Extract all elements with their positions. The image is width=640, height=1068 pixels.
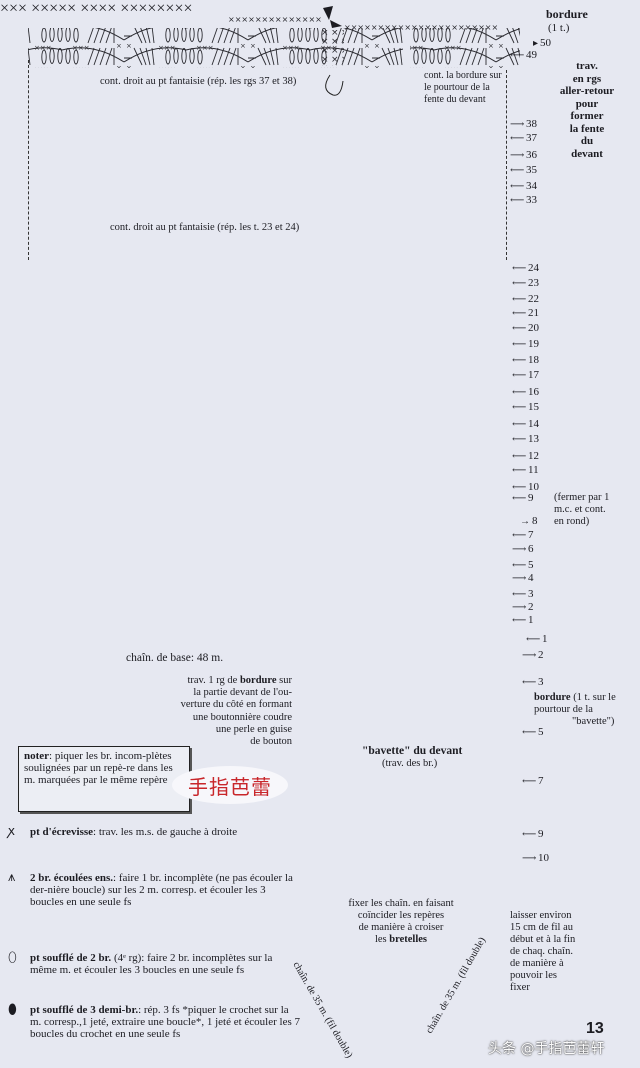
row-label-18: ⟵18 [512, 354, 539, 367]
bordure-title: bordure [546, 7, 588, 21]
cont-bordure-note: cont. la bordure sur le pourtour de la f… [424, 70, 502, 105]
page-number: 13 [586, 1020, 604, 1037]
bavette-row-label-9: ⟵9 [522, 828, 544, 841]
svg-text:×××××××××××××××××××××××: ××××××××××××××××××××××× [344, 23, 498, 32]
row-label-24: ⟵24 [512, 262, 539, 275]
bordure-subtitle: (1 t.) [548, 22, 570, 34]
cont-droit-note-1: cont. droit au pt fantaisie (rép. les rg… [100, 76, 297, 87]
puff-stitch-2-icon: ⬯ [8, 950, 17, 966]
fermer-note: (fermer par 1 m.c. et cont. en rond) [554, 492, 610, 527]
row-label-11: ⟵11 [512, 464, 539, 477]
watermark-text: 头条 @手指芭蕾轩 [488, 1041, 605, 1057]
bavette-row-label-5: ⟵5 [522, 726, 544, 739]
row-label-50: ▸50 [532, 37, 551, 50]
row-label-17: ⟵17 [512, 369, 539, 382]
row-label-5: ⟵5 [512, 559, 534, 572]
puff-stitch-3-icon: ⬮ [8, 1002, 17, 1018]
bavette-row-label-2: ⟶2 [522, 649, 544, 662]
bavette-bordure-note: bordure (1 t. sur le pourtour de la "bav… [534, 692, 616, 727]
left-edge-dashed-line [28, 60, 29, 260]
fixer-note: fixer les chaîn. en faisant coïncider le… [348, 898, 454, 945]
row-label-12: ⟵12 [512, 450, 539, 463]
row-label-2: ⟶2 [512, 601, 534, 614]
crab-stitch-icon: ꭗ [8, 824, 15, 839]
row-label-16: ⟵16 [512, 386, 539, 399]
bavette-subtitle: (trav. des br.) [382, 758, 438, 769]
note-box: noter: piquer les br. incom-plètes souli… [18, 746, 190, 812]
row-label-34: ⟵34 [510, 180, 537, 193]
bavette-row-label-10: ⟶10 [522, 852, 549, 865]
watermark-stamp: 手指芭蕾 [172, 766, 288, 804]
cont-droit-note-2: cont. droit au pt fantaisie (rép. les t.… [110, 222, 300, 233]
row-label-8: →8 [520, 515, 538, 528]
double-crochet-decrease-icon: ⩚ [8, 870, 16, 885]
row-label-6: ⟶6 [512, 543, 534, 556]
row-label-7: ⟵7 [512, 529, 534, 542]
row-label-4: ⟶4 [512, 572, 534, 585]
fente-note: trav. en rgs aller-retour pour former la… [559, 60, 615, 160]
row-label-14: ⟵14 [512, 418, 539, 431]
row-label-3: ⟵3 [512, 588, 534, 601]
svg-text:××××××××××××××: ×××××××××××××× [228, 15, 322, 24]
row-label-49: ⟵49 [510, 49, 537, 62]
row-label-10: ⟵10 [512, 481, 539, 494]
row-label-36: ⟶36 [510, 149, 537, 162]
row-label-37: ⟵37 [510, 132, 537, 145]
row-label-22: ⟵22 [512, 293, 539, 306]
bavette-row-label-1: ⟵1 [526, 633, 548, 646]
row-label-23: ⟵23 [512, 277, 539, 290]
row-label-21: ⟵21 [512, 307, 539, 320]
row-label-1: ⟵1 [512, 614, 534, 627]
bavette-row-label-7: ⟵7 [522, 775, 544, 788]
row-label-13: ⟵13 [512, 433, 539, 446]
boutonniere-note: trav. 1 rg de bordure sur la partie deva… [180, 675, 292, 748]
bavette-title: "bavette" du devant [362, 745, 463, 757]
note-text: : piquer les br. incom-plètes soulignées… [24, 750, 173, 786]
row-label-20: ⟵20 [512, 322, 539, 335]
row-label-15: ⟵15 [512, 401, 539, 414]
bavette-row-label-3: ⟵3 [522, 676, 544, 689]
row-label-38: ⟶38 [510, 118, 537, 131]
row-label-33: ⟵33 [510, 194, 537, 207]
laisser-note: laisser environ 15 cm de fil au début et… [510, 910, 576, 993]
row-label-9: ⟵9 [512, 492, 534, 505]
note-label: noter [24, 750, 50, 762]
row-label-35: ⟵35 [510, 164, 537, 177]
chain-base-label: chaîn. de base: 48 m. [126, 652, 224, 664]
row-label-19: ⟵19 [512, 338, 539, 351]
fente-edge-dashed-line [506, 70, 507, 260]
